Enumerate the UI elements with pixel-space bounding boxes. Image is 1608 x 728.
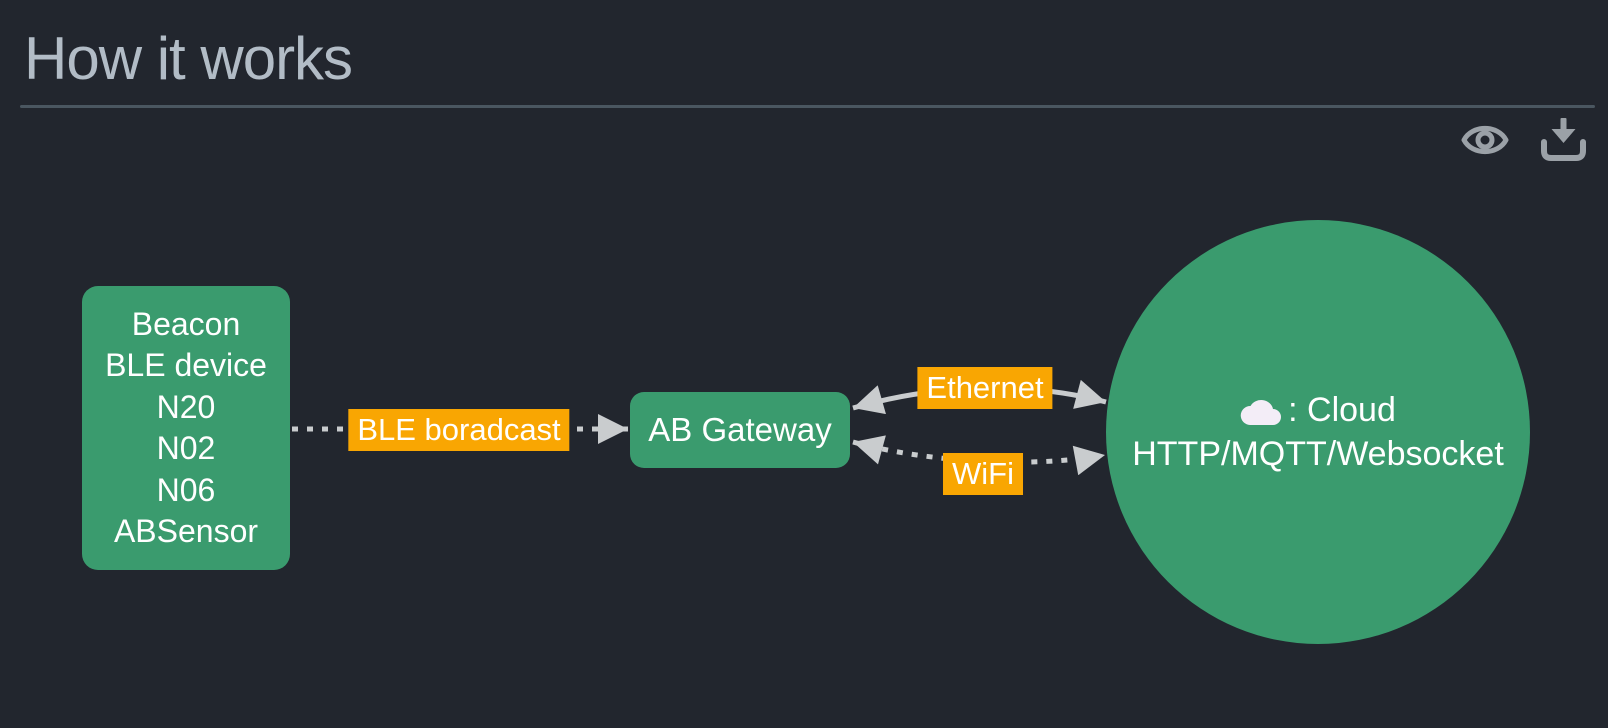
- eye-icon: [1461, 117, 1509, 163]
- node-cloud-title: : Cloud: [1288, 391, 1396, 429]
- download-button[interactable]: [1538, 115, 1588, 165]
- divider: [20, 105, 1595, 108]
- node-beacon-line: Beacon: [131, 305, 241, 342]
- edge-wifi: [852, 435, 1106, 476]
- node-beacon: Beacon BLE device N20 N02 N06 ABSensor: [82, 286, 290, 570]
- node-beacon-line: N02: [156, 430, 216, 466]
- cloud-icon: [1240, 394, 1282, 426]
- edge-label-ethernet: Ethernet: [917, 367, 1053, 409]
- node-beacon-line: N06: [156, 471, 216, 508]
- node-cloud: : Cloud HTTP/MQTT/Websocket: [1106, 220, 1530, 644]
- node-beacon-line: BLE device: [105, 347, 267, 383]
- edge-label-ble-broadcast: BLE boradcast: [348, 409, 570, 451]
- node-ab-gateway: AB Gateway: [630, 392, 850, 468]
- node-ab-gateway-label: AB Gateway: [648, 411, 832, 448]
- node-beacon-line: ABSensor: [113, 513, 259, 549]
- toolbar: [1460, 115, 1588, 165]
- preview-toggle-button[interactable]: [1460, 115, 1510, 165]
- node-beacon-line: N20: [156, 388, 216, 425]
- page-title: How it works: [24, 25, 353, 92]
- edge-label-wifi: WiFi: [943, 453, 1023, 495]
- node-cloud-title-row: : Cloud: [1240, 388, 1396, 432]
- node-cloud-subtitle: HTTP/MQTT/Websocket: [1132, 435, 1504, 473]
- download-icon: [1540, 117, 1587, 163]
